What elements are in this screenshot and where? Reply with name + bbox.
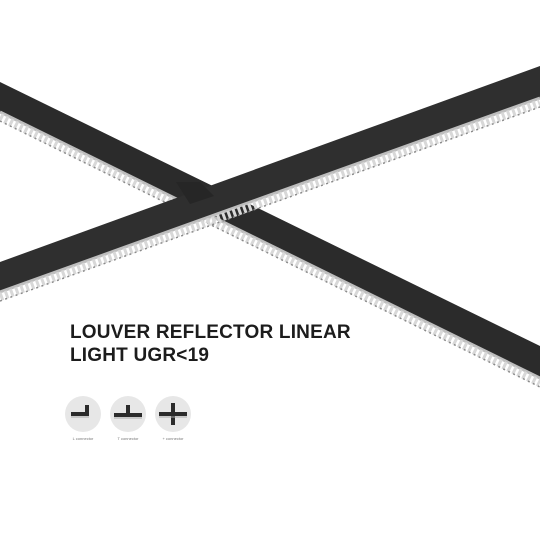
l-connector-option: L connector	[64, 396, 102, 441]
product-title-line-2: LIGHT UGR<19	[70, 345, 210, 366]
cross-connector-caption: + connector	[162, 436, 184, 441]
cross-connector-icon	[155, 396, 191, 432]
product-title-line-1: LOUVER REFLECTOR LINEAR	[70, 322, 351, 343]
t-connector-icon	[110, 396, 146, 432]
linear-light-fixture-descending	[0, 82, 540, 388]
t-connector-caption: T connector	[117, 436, 139, 441]
l-connector-caption: L connector	[72, 436, 94, 441]
product-title: LOUVER REFLECTOR LINEAR LIGHT UGR<19	[70, 321, 351, 367]
cross-joint	[176, 182, 214, 204]
linear-light-fixture-ascending	[0, 66, 540, 302]
cross-connector-option: + connector	[154, 396, 192, 441]
l-connector-icon	[65, 396, 101, 432]
t-connector-option: T connector	[109, 396, 147, 441]
